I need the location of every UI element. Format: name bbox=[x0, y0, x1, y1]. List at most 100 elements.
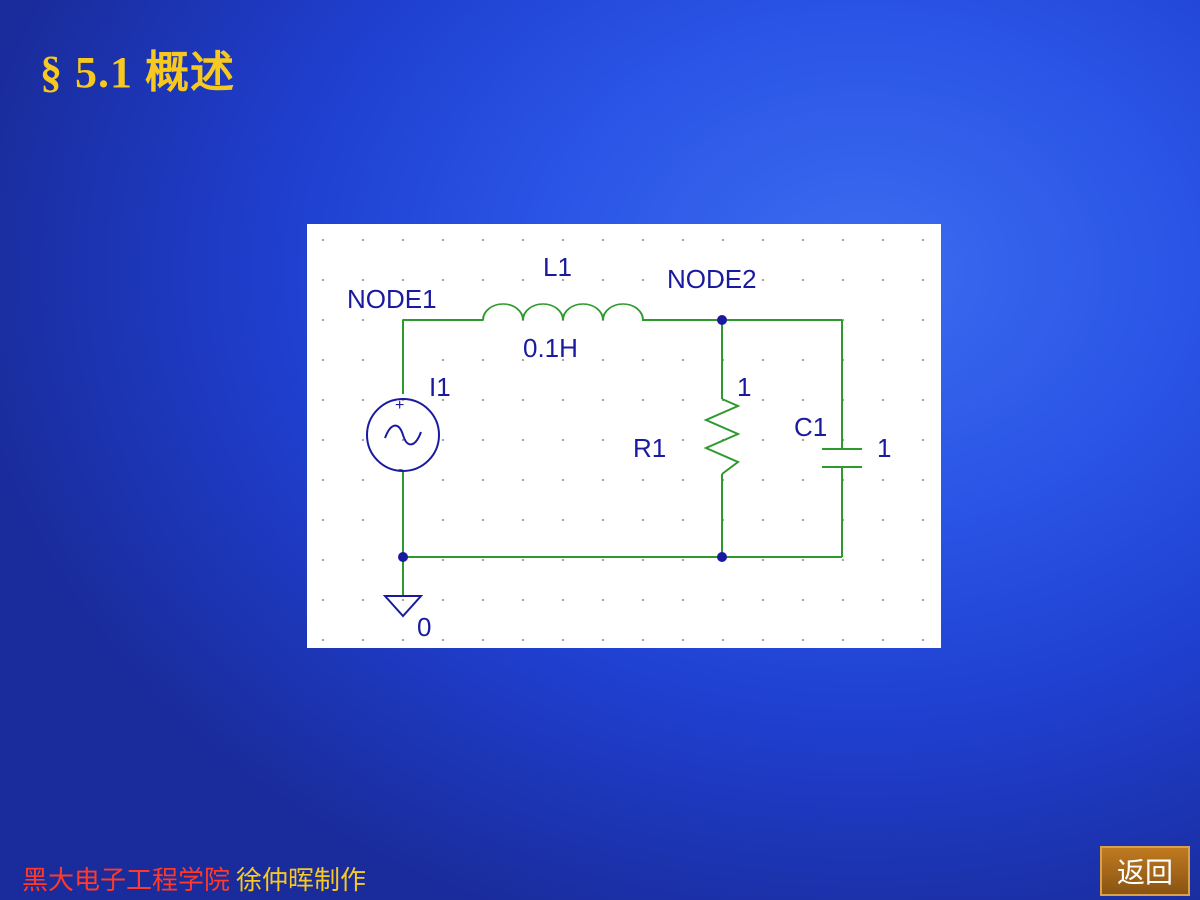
label-resistor-name: R1 bbox=[633, 433, 666, 463]
grid-dot bbox=[641, 598, 645, 602]
back-button[interactable]: 返回 bbox=[1100, 846, 1190, 896]
grid-dot bbox=[641, 398, 645, 402]
grid-dot bbox=[801, 558, 805, 562]
grid-dot bbox=[761, 638, 765, 642]
grid-dot bbox=[801, 278, 805, 282]
grid-dot bbox=[521, 518, 525, 522]
grid-dot bbox=[481, 638, 485, 642]
label-inductor-value: 0.1H bbox=[523, 333, 578, 363]
grid-dot bbox=[441, 278, 445, 282]
grid-dot bbox=[561, 398, 565, 402]
grid-dot bbox=[481, 438, 485, 442]
grid-dot bbox=[841, 558, 845, 562]
grid-dot bbox=[321, 518, 325, 522]
grid-dot bbox=[601, 238, 605, 242]
wires bbox=[402, 319, 843, 596]
grid-dot bbox=[561, 278, 565, 282]
grid-dot bbox=[361, 598, 365, 602]
footer-organization: 黑大电子工程学院 bbox=[22, 866, 231, 895]
grid-dot bbox=[561, 438, 565, 442]
grid-dot bbox=[361, 478, 365, 482]
grid-dot bbox=[761, 238, 765, 242]
grid-dot bbox=[921, 558, 925, 562]
source-plus-sign: + bbox=[395, 397, 404, 414]
grid-dot bbox=[441, 238, 445, 242]
grid-dot bbox=[921, 318, 925, 322]
grid-dot bbox=[681, 358, 685, 362]
grid-dot bbox=[881, 398, 885, 402]
grid-dot bbox=[441, 638, 445, 642]
grid-dot bbox=[361, 438, 365, 442]
grid-dot bbox=[441, 598, 445, 602]
grid-dot bbox=[681, 638, 685, 642]
grid-dot bbox=[521, 478, 525, 482]
junction-node2 bbox=[717, 315, 727, 325]
grid-dot bbox=[401, 278, 405, 282]
grid-dot bbox=[921, 638, 925, 642]
label-capacitor-name: C1 bbox=[794, 412, 827, 442]
grid-dot bbox=[841, 238, 845, 242]
grid-dots bbox=[321, 238, 925, 642]
grid-dot bbox=[761, 518, 765, 522]
grid-dot bbox=[601, 518, 605, 522]
grid-dot bbox=[521, 598, 525, 602]
grid-dot bbox=[321, 278, 325, 282]
junction-dots bbox=[398, 315, 727, 562]
grid-dot bbox=[321, 238, 325, 242]
source-minus-sign: - bbox=[398, 461, 403, 478]
grid-dot bbox=[761, 558, 765, 562]
grid-dot bbox=[481, 238, 485, 242]
junction-ground-mid bbox=[717, 552, 727, 562]
grid-dot bbox=[521, 438, 525, 442]
grid-dot bbox=[521, 278, 525, 282]
grid-dot bbox=[921, 358, 925, 362]
label-resistor-value: 1 bbox=[737, 372, 751, 402]
grid-dot bbox=[721, 278, 725, 282]
grid-dot bbox=[321, 358, 325, 362]
grid-dot bbox=[841, 278, 845, 282]
grid-dot bbox=[921, 438, 925, 442]
grid-dot bbox=[921, 518, 925, 522]
grid-dot bbox=[401, 438, 405, 442]
grid-dot bbox=[481, 278, 485, 282]
grid-dot bbox=[521, 398, 525, 402]
grid-dot bbox=[361, 398, 365, 402]
grid-dot bbox=[761, 438, 765, 442]
grid-dot bbox=[801, 358, 805, 362]
label-inductor-name: L1 bbox=[543, 252, 572, 282]
label-source-name: I1 bbox=[429, 372, 451, 402]
grid-dot bbox=[361, 518, 365, 522]
grid-dot bbox=[841, 598, 845, 602]
grid-dot bbox=[761, 358, 765, 362]
grid-dot bbox=[881, 558, 885, 562]
grid-dot bbox=[921, 278, 925, 282]
grid-dot bbox=[881, 358, 885, 362]
grid-dot bbox=[881, 238, 885, 242]
grid-dot bbox=[641, 438, 645, 442]
grid-dot bbox=[441, 438, 445, 442]
grid-dot bbox=[681, 598, 685, 602]
grid-dot bbox=[481, 398, 485, 402]
grid-dot bbox=[801, 478, 805, 482]
grid-dot bbox=[681, 398, 685, 402]
label-node2: NODE2 bbox=[667, 264, 757, 294]
grid-dot bbox=[521, 358, 525, 362]
grid-dot bbox=[441, 358, 445, 362]
grid-dot bbox=[801, 638, 805, 642]
grid-dot bbox=[361, 358, 365, 362]
grid-dot bbox=[481, 558, 485, 562]
grid-dot bbox=[561, 638, 565, 642]
grid-dot bbox=[601, 358, 605, 362]
grid-dot bbox=[801, 238, 805, 242]
grid-dot bbox=[681, 558, 685, 562]
grid-dot bbox=[601, 478, 605, 482]
resistor-r1-symbol bbox=[703, 398, 741, 475]
grid-dot bbox=[801, 598, 805, 602]
grid-dot bbox=[361, 238, 365, 242]
grid-dot bbox=[801, 518, 805, 522]
grid-dot bbox=[761, 278, 765, 282]
grid-dot bbox=[681, 238, 685, 242]
grid-dot bbox=[881, 318, 885, 322]
grid-dot bbox=[881, 518, 885, 522]
grid-dot bbox=[841, 638, 845, 642]
